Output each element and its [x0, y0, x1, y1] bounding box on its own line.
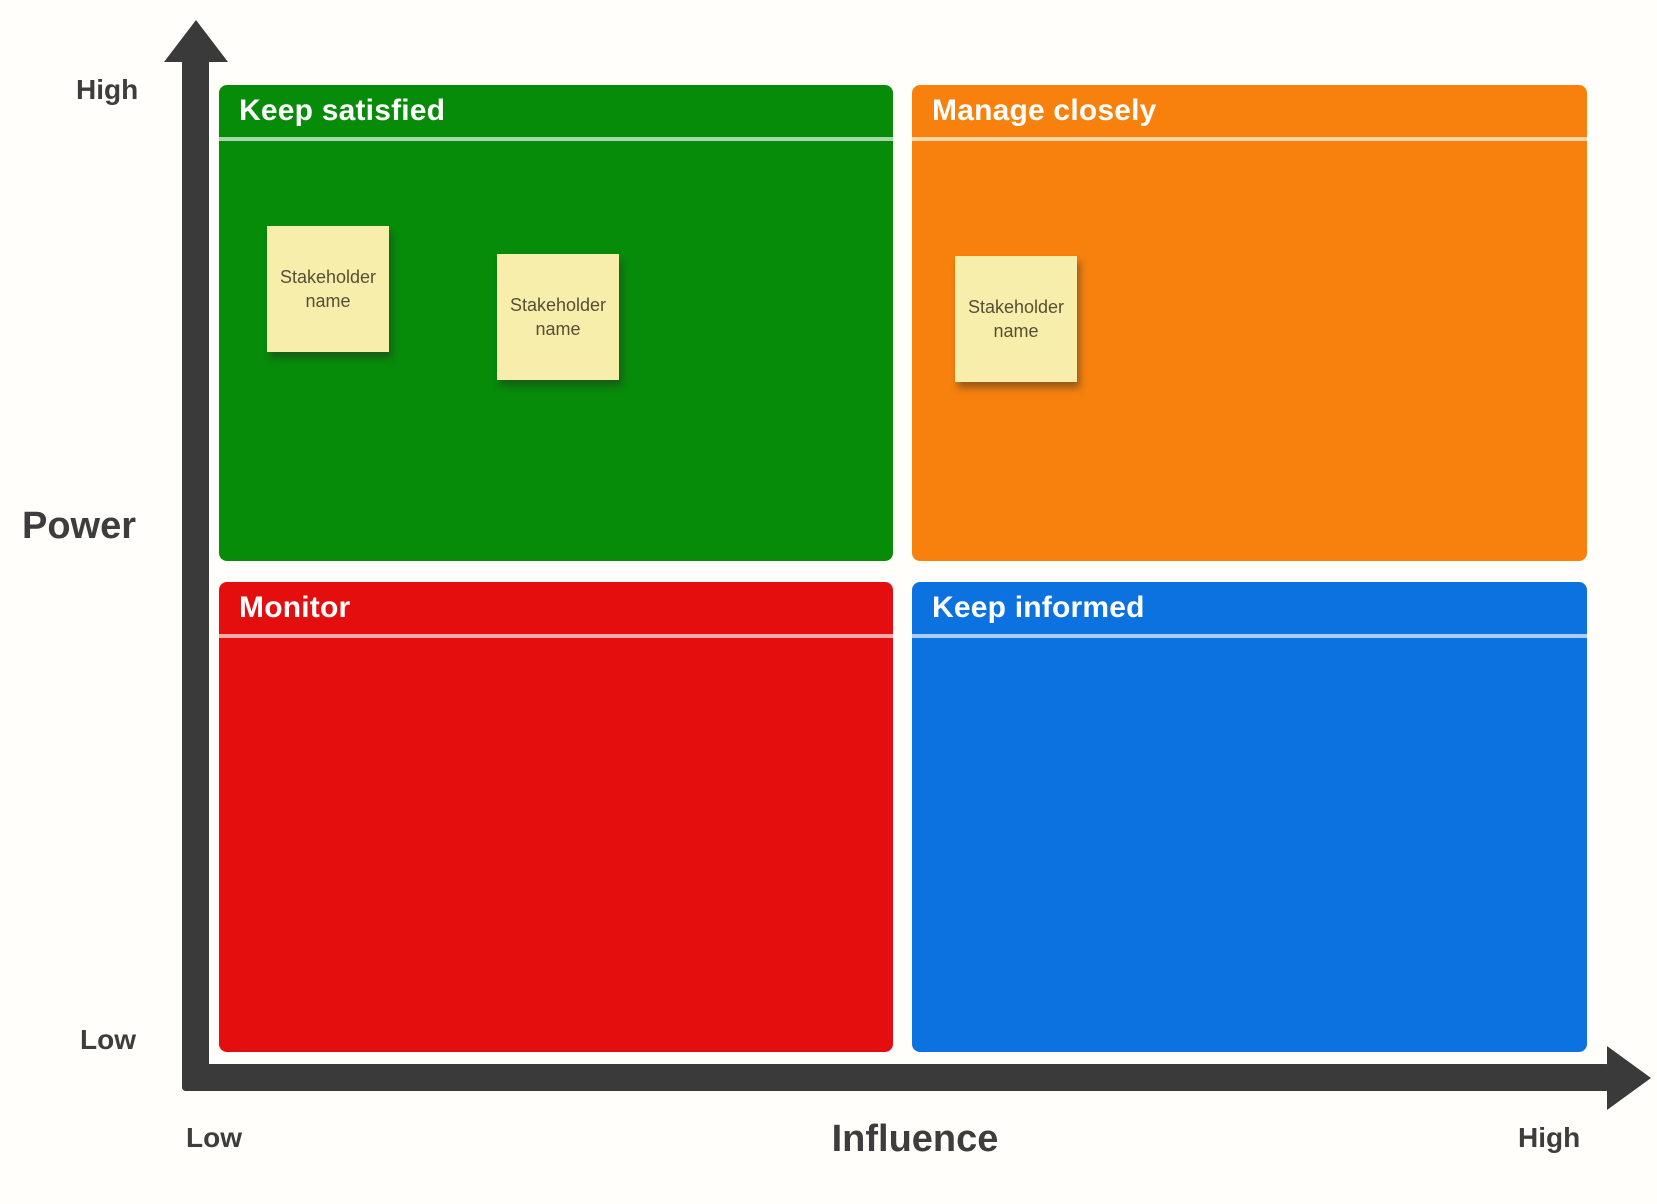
sticky-note-text: Stakeholder name — [279, 267, 377, 311]
sticky-note[interactable]: Stakeholder name — [267, 226, 389, 352]
quadrant-keep-informed: Keep informed — [912, 582, 1587, 1052]
y-axis-title: Power — [22, 505, 137, 547]
y-axis-line — [182, 56, 209, 1091]
x-axis-low-tick-label: Low — [186, 1122, 242, 1153]
quadrant-monitor: Monitor — [219, 582, 893, 1052]
quadrant-monitor-title: Monitor — [239, 591, 351, 624]
quadrant-manage-closely-body: Stakeholder name — [912, 141, 1587, 561]
sticky-note[interactable]: Stakeholder name — [955, 256, 1077, 382]
quadrant-manage-closely-title: Manage closely — [932, 94, 1157, 127]
x-axis-title: Influence — [831, 1118, 999, 1160]
quadrant-keep-satisfied-title: Keep satisfied — [239, 94, 446, 127]
quadrant-monitor-header: Monitor — [219, 582, 893, 638]
quadrant-manage-closely-header: Manage closely — [912, 85, 1587, 141]
quadrant-keep-informed-body — [912, 638, 1587, 1052]
sticky-note-text: Stakeholder name — [967, 297, 1065, 341]
y-axis-high-tick-label: High — [76, 74, 139, 105]
y-axis-low-tick-label: Low — [80, 1024, 136, 1055]
quadrant-monitor-body — [219, 638, 893, 1052]
quadrant-keep-satisfied-body: Stakeholder name Stakeholder name — [219, 141, 893, 561]
sticky-note-text: Stakeholder name — [509, 295, 607, 339]
quadrant-keep-informed-header: Keep informed — [912, 582, 1587, 638]
y-axis-arrowhead-icon — [164, 20, 228, 62]
quadrant-keep-satisfied-header: Keep satisfied — [219, 85, 893, 141]
x-axis-arrowhead-icon — [1607, 1046, 1651, 1110]
x-axis-line — [182, 1064, 1610, 1091]
quadrant-keep-satisfied: Keep satisfied Stakeholder name Stakehol… — [219, 85, 893, 561]
quadrant-keep-informed-title: Keep informed — [932, 591, 1145, 624]
x-axis-high-tick-label: High — [1518, 1122, 1581, 1153]
sticky-note[interactable]: Stakeholder name — [497, 254, 619, 380]
quadrant-manage-closely: Manage closely Stakeholder name — [912, 85, 1587, 561]
